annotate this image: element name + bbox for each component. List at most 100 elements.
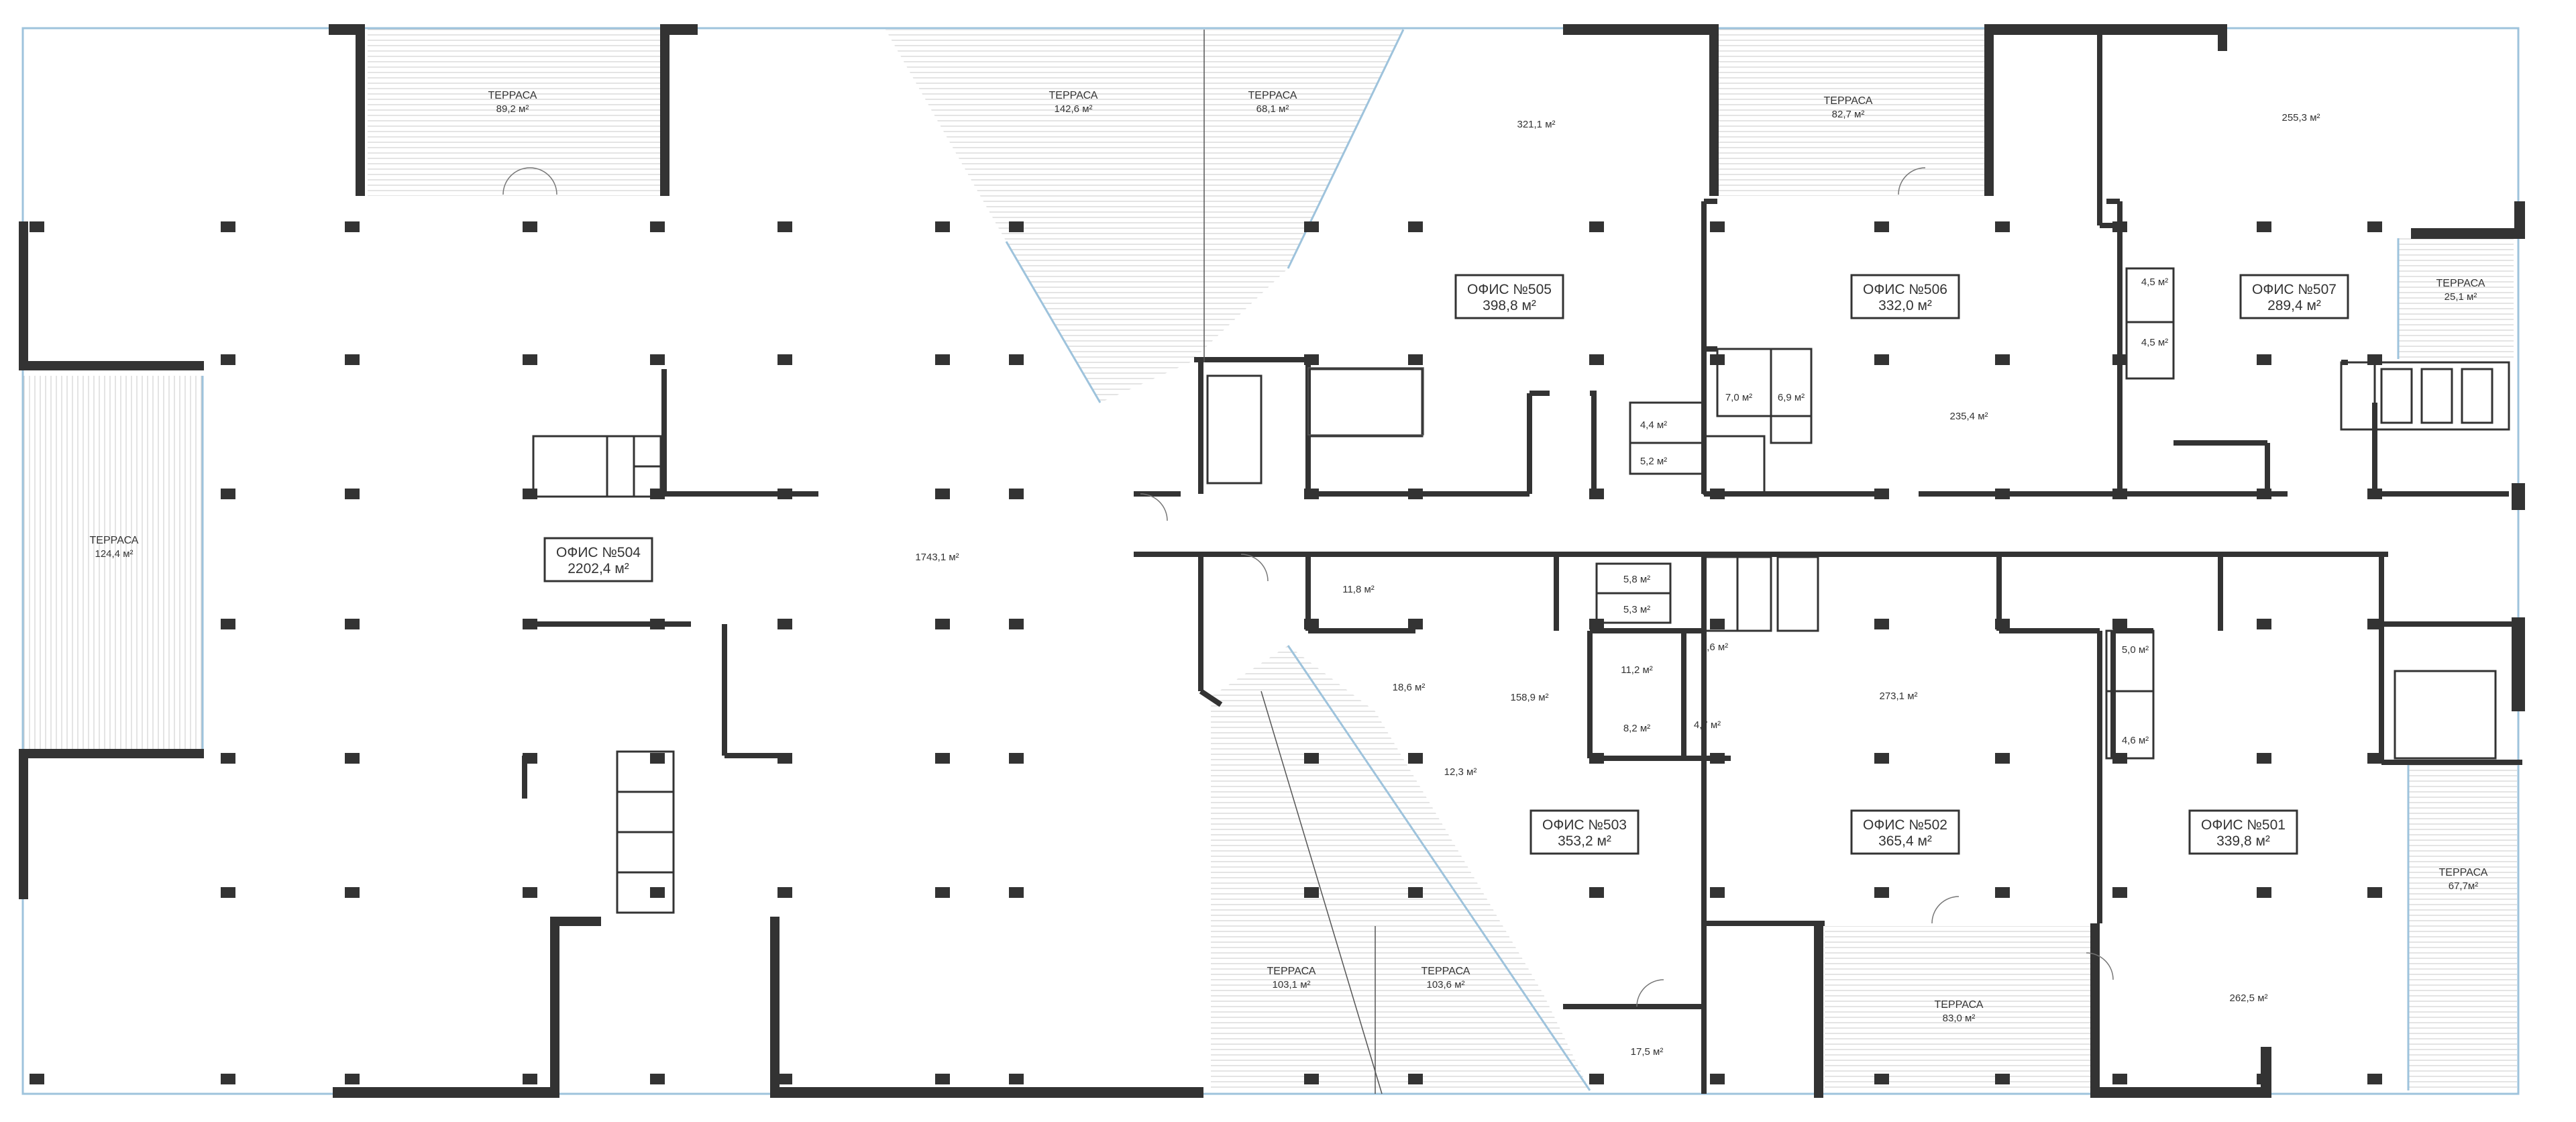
column bbox=[2367, 887, 2382, 898]
column bbox=[1710, 887, 1725, 898]
column bbox=[2367, 489, 2382, 499]
terrace-89-area bbox=[368, 28, 661, 196]
column bbox=[650, 354, 665, 365]
column bbox=[1995, 887, 2010, 898]
terrace-67-area bbox=[2408, 765, 2517, 1090]
column bbox=[2112, 887, 2127, 898]
terrace-25-area bbox=[2398, 238, 2514, 359]
terrace-area-82: 82,7 м² bbox=[1832, 109, 1865, 120]
column bbox=[1304, 619, 1319, 629]
column bbox=[1995, 1074, 2010, 1084]
column bbox=[1009, 619, 1024, 629]
office-505-label[interactable]: ОФИС №505 398,8 м² bbox=[1454, 274, 1564, 319]
column bbox=[1589, 753, 1604, 764]
column bbox=[221, 1074, 235, 1084]
room-area-label: 262,5 м² bbox=[2229, 992, 2267, 1004]
column bbox=[2257, 221, 2271, 232]
column bbox=[1009, 489, 1024, 499]
column bbox=[1408, 489, 1423, 499]
terrace-label-68: ТЕРРАСА bbox=[1248, 90, 1297, 101]
column bbox=[345, 619, 360, 629]
column bbox=[1589, 354, 1604, 365]
column bbox=[2367, 221, 2382, 232]
column bbox=[1408, 753, 1423, 764]
column bbox=[2367, 354, 2382, 365]
terrace-area-89: 89,2 м² bbox=[496, 103, 529, 115]
column bbox=[1874, 489, 1889, 499]
column bbox=[650, 619, 665, 629]
room-area-label: 1743,1 м² bbox=[915, 552, 959, 563]
column bbox=[221, 221, 235, 232]
column bbox=[2112, 489, 2127, 499]
room-area-label: 7,0 м² bbox=[1725, 392, 1752, 403]
column bbox=[523, 887, 537, 898]
column bbox=[2112, 753, 2127, 764]
office-501-label[interactable]: ОФИС №501 339,8 м² bbox=[2188, 809, 2298, 855]
terrace-label-25: ТЕРРАСА bbox=[2436, 278, 2485, 289]
column bbox=[1408, 354, 1423, 365]
terrace-area-25: 25,1 м² bbox=[2445, 291, 2477, 303]
office-504-area: 2202,4 м² bbox=[568, 561, 629, 576]
column bbox=[1874, 887, 1889, 898]
column bbox=[935, 1074, 950, 1084]
office-503-label[interactable]: ОФИС №503 353,2 м² bbox=[1529, 809, 1640, 855]
column bbox=[2112, 221, 2127, 232]
column bbox=[345, 753, 360, 764]
office-labels: ОФИС №505 398,8 м² ОФИС №506 332,0 м² ОФ… bbox=[543, 274, 2349, 855]
terrace-label-103-1: ТЕРРАСА bbox=[1267, 966, 1316, 977]
column bbox=[1408, 887, 1423, 898]
column bbox=[1589, 1074, 1604, 1084]
terrace-label-124: ТЕРРАСА bbox=[90, 535, 139, 546]
column bbox=[1304, 753, 1319, 764]
column bbox=[1304, 489, 1319, 499]
column bbox=[935, 619, 950, 629]
room-area-label: 11,8 м² bbox=[1342, 584, 1375, 595]
column bbox=[1304, 887, 1319, 898]
column bbox=[1408, 619, 1423, 629]
office-504-label[interactable]: ОФИС №504 2202,4 м² bbox=[543, 537, 653, 582]
column bbox=[1304, 1074, 1319, 1084]
column bbox=[2367, 619, 2382, 629]
column bbox=[1995, 221, 2010, 232]
office-501-name: ОФИС №501 bbox=[2201, 817, 2286, 833]
office-502-label[interactable]: ОФИС №502 365,4 м² bbox=[1850, 809, 1960, 855]
room-labels: 321,1 м² 255,3 м² 1743,1 м² 235,4 м² 4,5… bbox=[915, 112, 2320, 1058]
column bbox=[1009, 221, 1024, 232]
terrace-labels: ТЕРРАСА 89,2 м² ТЕРРАСА 142,6 м² ТЕРРАСА… bbox=[90, 90, 2488, 1024]
doors bbox=[502, 167, 2114, 1007]
office-506-area: 332,0 м² bbox=[1878, 298, 1932, 313]
office-505-name: ОФИС №505 bbox=[1467, 282, 1552, 297]
room-area-label: 5,8 м² bbox=[1623, 574, 1650, 585]
column bbox=[30, 221, 44, 232]
office-502-area: 365,4 м² bbox=[1878, 833, 1932, 849]
column bbox=[1304, 221, 1319, 232]
column bbox=[2367, 753, 2382, 764]
room-area-label: 17,5 м² bbox=[1631, 1046, 1664, 1058]
office-506-label[interactable]: ОФИС №506 332,0 м² bbox=[1850, 274, 1960, 319]
boundary-lines bbox=[1203, 30, 1424, 1094]
office-505-area: 398,8 м² bbox=[1483, 298, 1536, 313]
column bbox=[345, 221, 360, 232]
room-area-label: 5,3 м² bbox=[1623, 604, 1650, 615]
terrace-area-83: 83,0 м² bbox=[1943, 1013, 1976, 1024]
interior-walls bbox=[522, 35, 2522, 1094]
terrace-label-103-6: ТЕРРАСА bbox=[1421, 966, 1470, 977]
column bbox=[777, 753, 792, 764]
room-area-label: 8,2 м² bbox=[1623, 723, 1650, 734]
room-area-label: 4,7 м² bbox=[1694, 719, 1721, 731]
office-501-area: 339,8 м² bbox=[2216, 833, 2270, 849]
room-area-label: 12,3 м² bbox=[1444, 766, 1477, 778]
column bbox=[1995, 619, 2010, 629]
terrace-areas bbox=[23, 28, 2517, 1090]
column bbox=[1710, 1074, 1725, 1084]
column bbox=[935, 753, 950, 764]
office-507-label[interactable]: ОФИС №507 289,4 м² bbox=[2239, 274, 2349, 319]
office-506-name: ОФИС №506 bbox=[1863, 282, 1947, 297]
terrace-label-83: ТЕРРАСА bbox=[1935, 999, 1984, 1011]
column bbox=[1009, 1074, 1024, 1084]
column bbox=[1589, 221, 1604, 232]
column bbox=[1009, 887, 1024, 898]
terrace-label-89: ТЕРРАСА bbox=[488, 90, 537, 101]
room-area-label: 158,9 м² bbox=[1510, 692, 1548, 703]
column bbox=[221, 489, 235, 499]
